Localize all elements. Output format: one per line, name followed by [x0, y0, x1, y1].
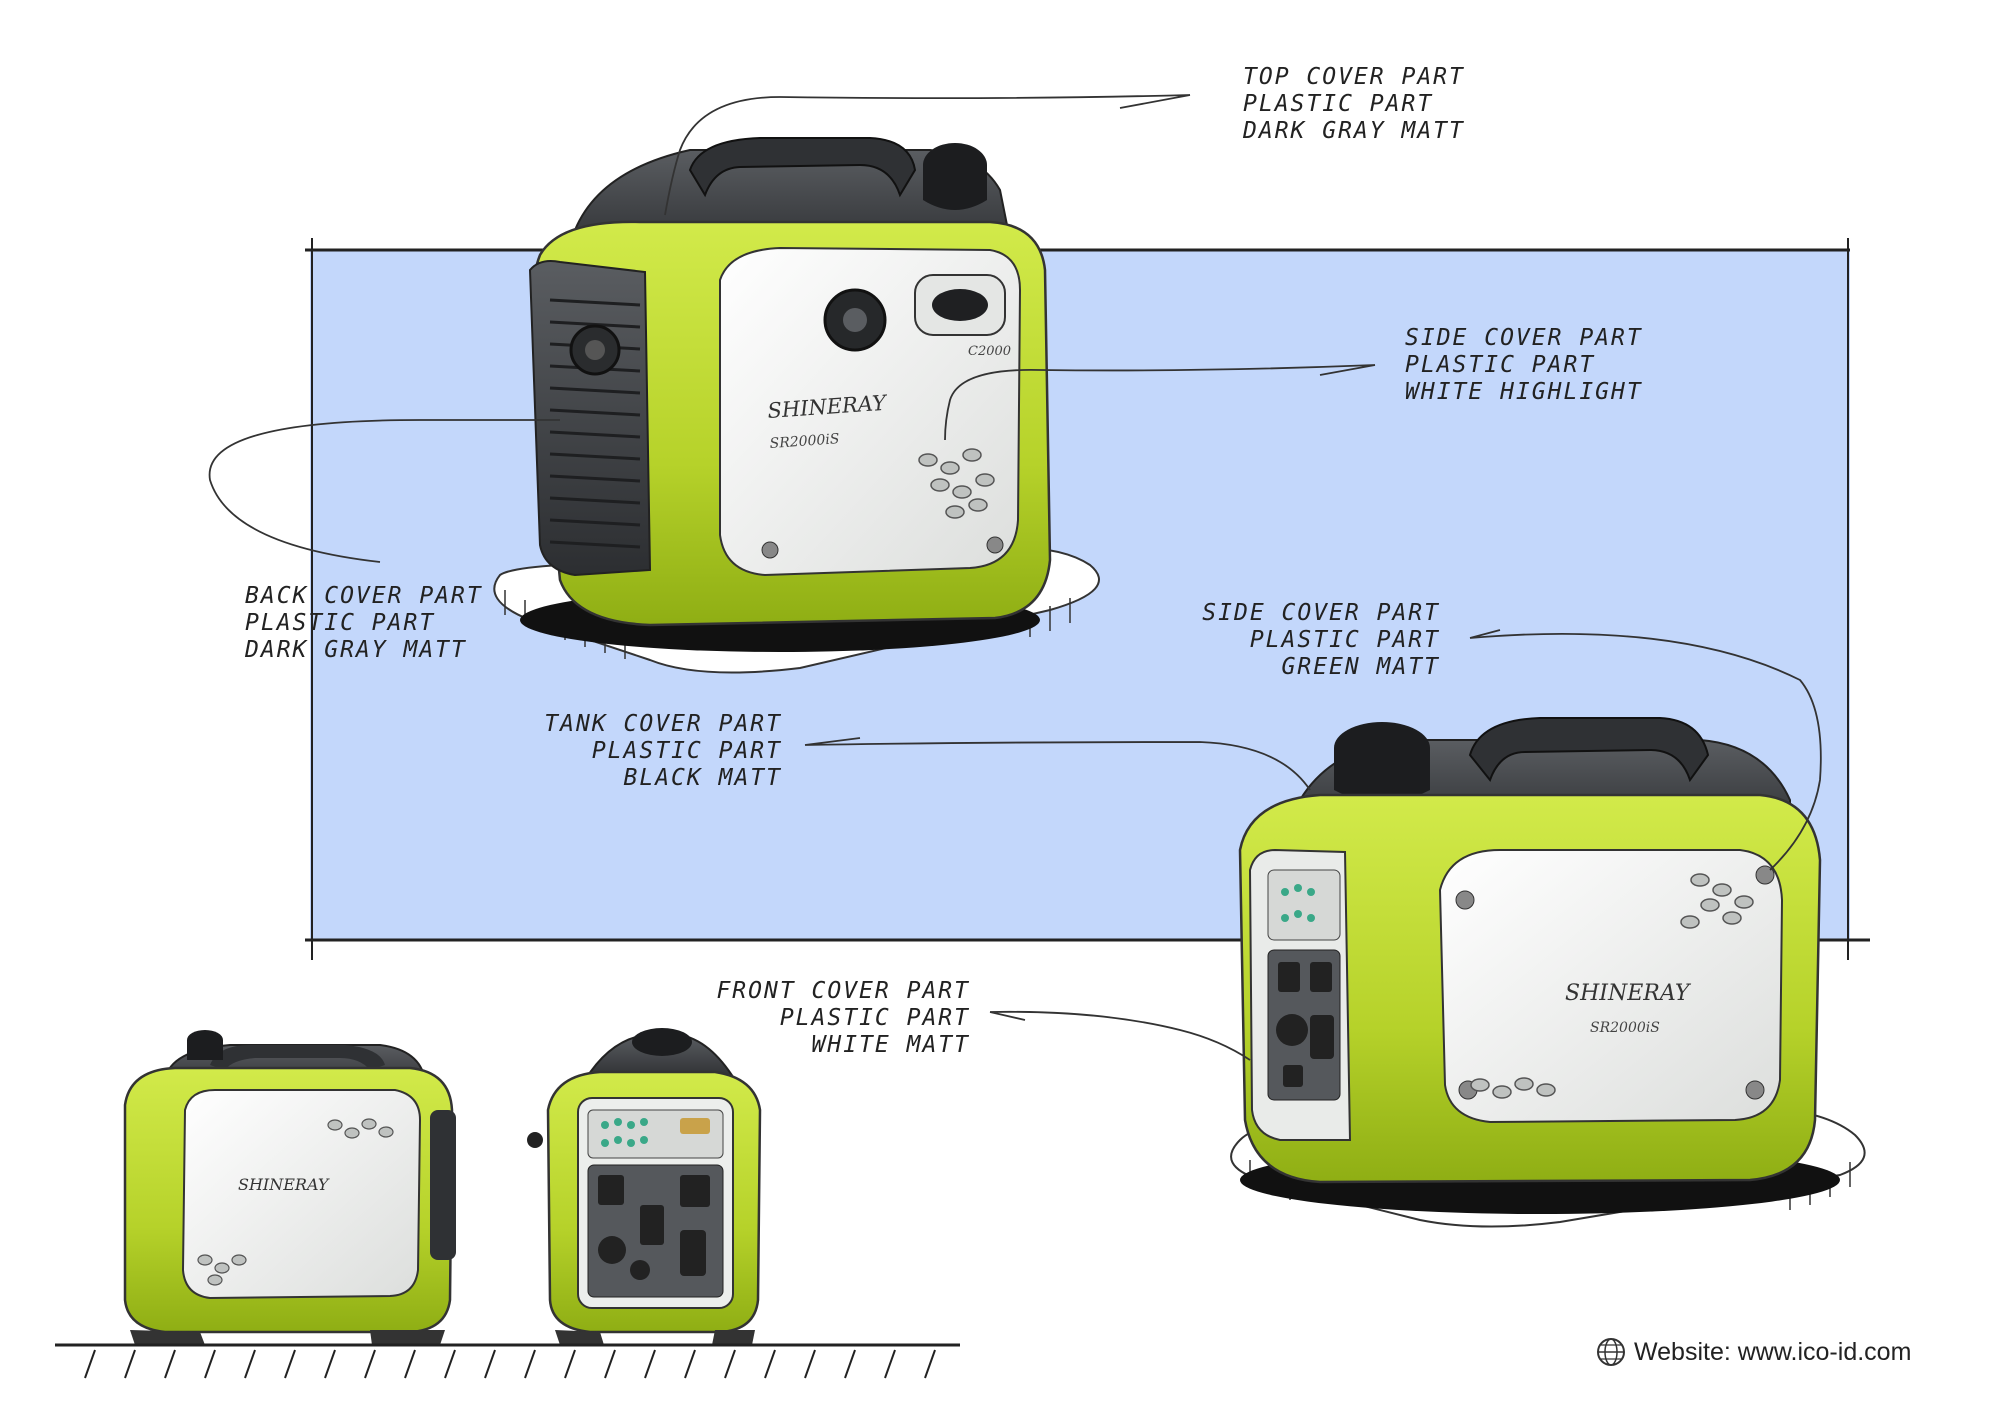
- callout-front-cover: FRONT COVER PART PLASTIC PART WHITE MATT: [700, 978, 970, 1059]
- callout-line: DARK GRAY MATT: [245, 637, 467, 663]
- callout-line: FRONT COVER PART: [716, 978, 970, 1004]
- callout-back-cover: BACK COVER PART PLASTIC PART DARK GRAY M…: [245, 583, 483, 664]
- callout-line: PLASTIC PART: [1243, 91, 1434, 117]
- callout-line: TANK COVER PART: [544, 711, 782, 737]
- callout-line: WHITE MATT: [811, 1032, 970, 1058]
- model-label: SR2000iS: [769, 431, 840, 452]
- callout-line: SIDE COVER PART: [1405, 325, 1643, 351]
- callout-line: DARK GRAY MATT: [1243, 118, 1465, 144]
- callout-line: SIDE COVER PART: [1202, 600, 1440, 626]
- website-credit: Website: www.ico-id.com: [1596, 1332, 1911, 1372]
- leader-top-cover: [664, 94, 1191, 216]
- callout-line: BACK COVER PART: [245, 583, 483, 609]
- leader-front-cover: [989, 1010, 1251, 1061]
- brand-logo: SHINERAY: [238, 1175, 330, 1194]
- ground-line: [55, 1343, 960, 1379]
- generator-side-elevation: SHINERAY: [123, 1030, 456, 1345]
- callout-side-cover-green: SIDE COVER PART PLASTIC PART GREEN MATT: [1180, 600, 1440, 681]
- callout-side-cover-white: SIDE COVER PART PLASTIC PART WHITE HIGHL…: [1405, 325, 1643, 406]
- model-label: SR2000iS: [1590, 1020, 1660, 1036]
- leader-side-cover-white: [944, 364, 1376, 441]
- brand-logo: SHINERAY: [1565, 981, 1692, 1006]
- callout-line: WHITE HIGHLIGHT: [1405, 379, 1643, 405]
- callout-top-cover: TOP COVER PART PLASTIC PART DARK GRAY MA…: [1243, 64, 1465, 145]
- callout-line: PLASTIC PART: [779, 1005, 970, 1031]
- leader-lines: [208, 94, 1822, 1061]
- website-label[interactable]: Website: www.ico-id.com: [1634, 1337, 1912, 1366]
- leader-back-cover: [208, 419, 560, 563]
- callout-line: TOP COVER PART: [1243, 64, 1465, 90]
- generator-back-side-view: SHINERAY SR2000iS C2000: [493, 137, 1100, 674]
- callout-line: PLASTIC PART: [1405, 352, 1596, 378]
- callout-line: PLASTIC PART: [1249, 627, 1440, 653]
- callout-line: BLACK MATT: [623, 765, 782, 791]
- leader-tank-cover: [804, 737, 1311, 791]
- callout-tank-cover: TANK COVER PART PLASTIC PART BLACK MATT: [520, 711, 782, 792]
- leader-side-cover-green: [1469, 629, 1822, 871]
- callout-line: GREEN MATT: [1281, 654, 1440, 680]
- callout-line: PLASTIC PART: [245, 610, 436, 636]
- globe-icon: [1597, 1338, 1625, 1366]
- callout-line: PLASTIC PART: [591, 738, 782, 764]
- generator-front-side-view: SHINERAY SR2000iS: [1230, 717, 1866, 1228]
- badge-label: C2000: [968, 344, 1011, 359]
- generator-front-elevation: [527, 1028, 762, 1345]
